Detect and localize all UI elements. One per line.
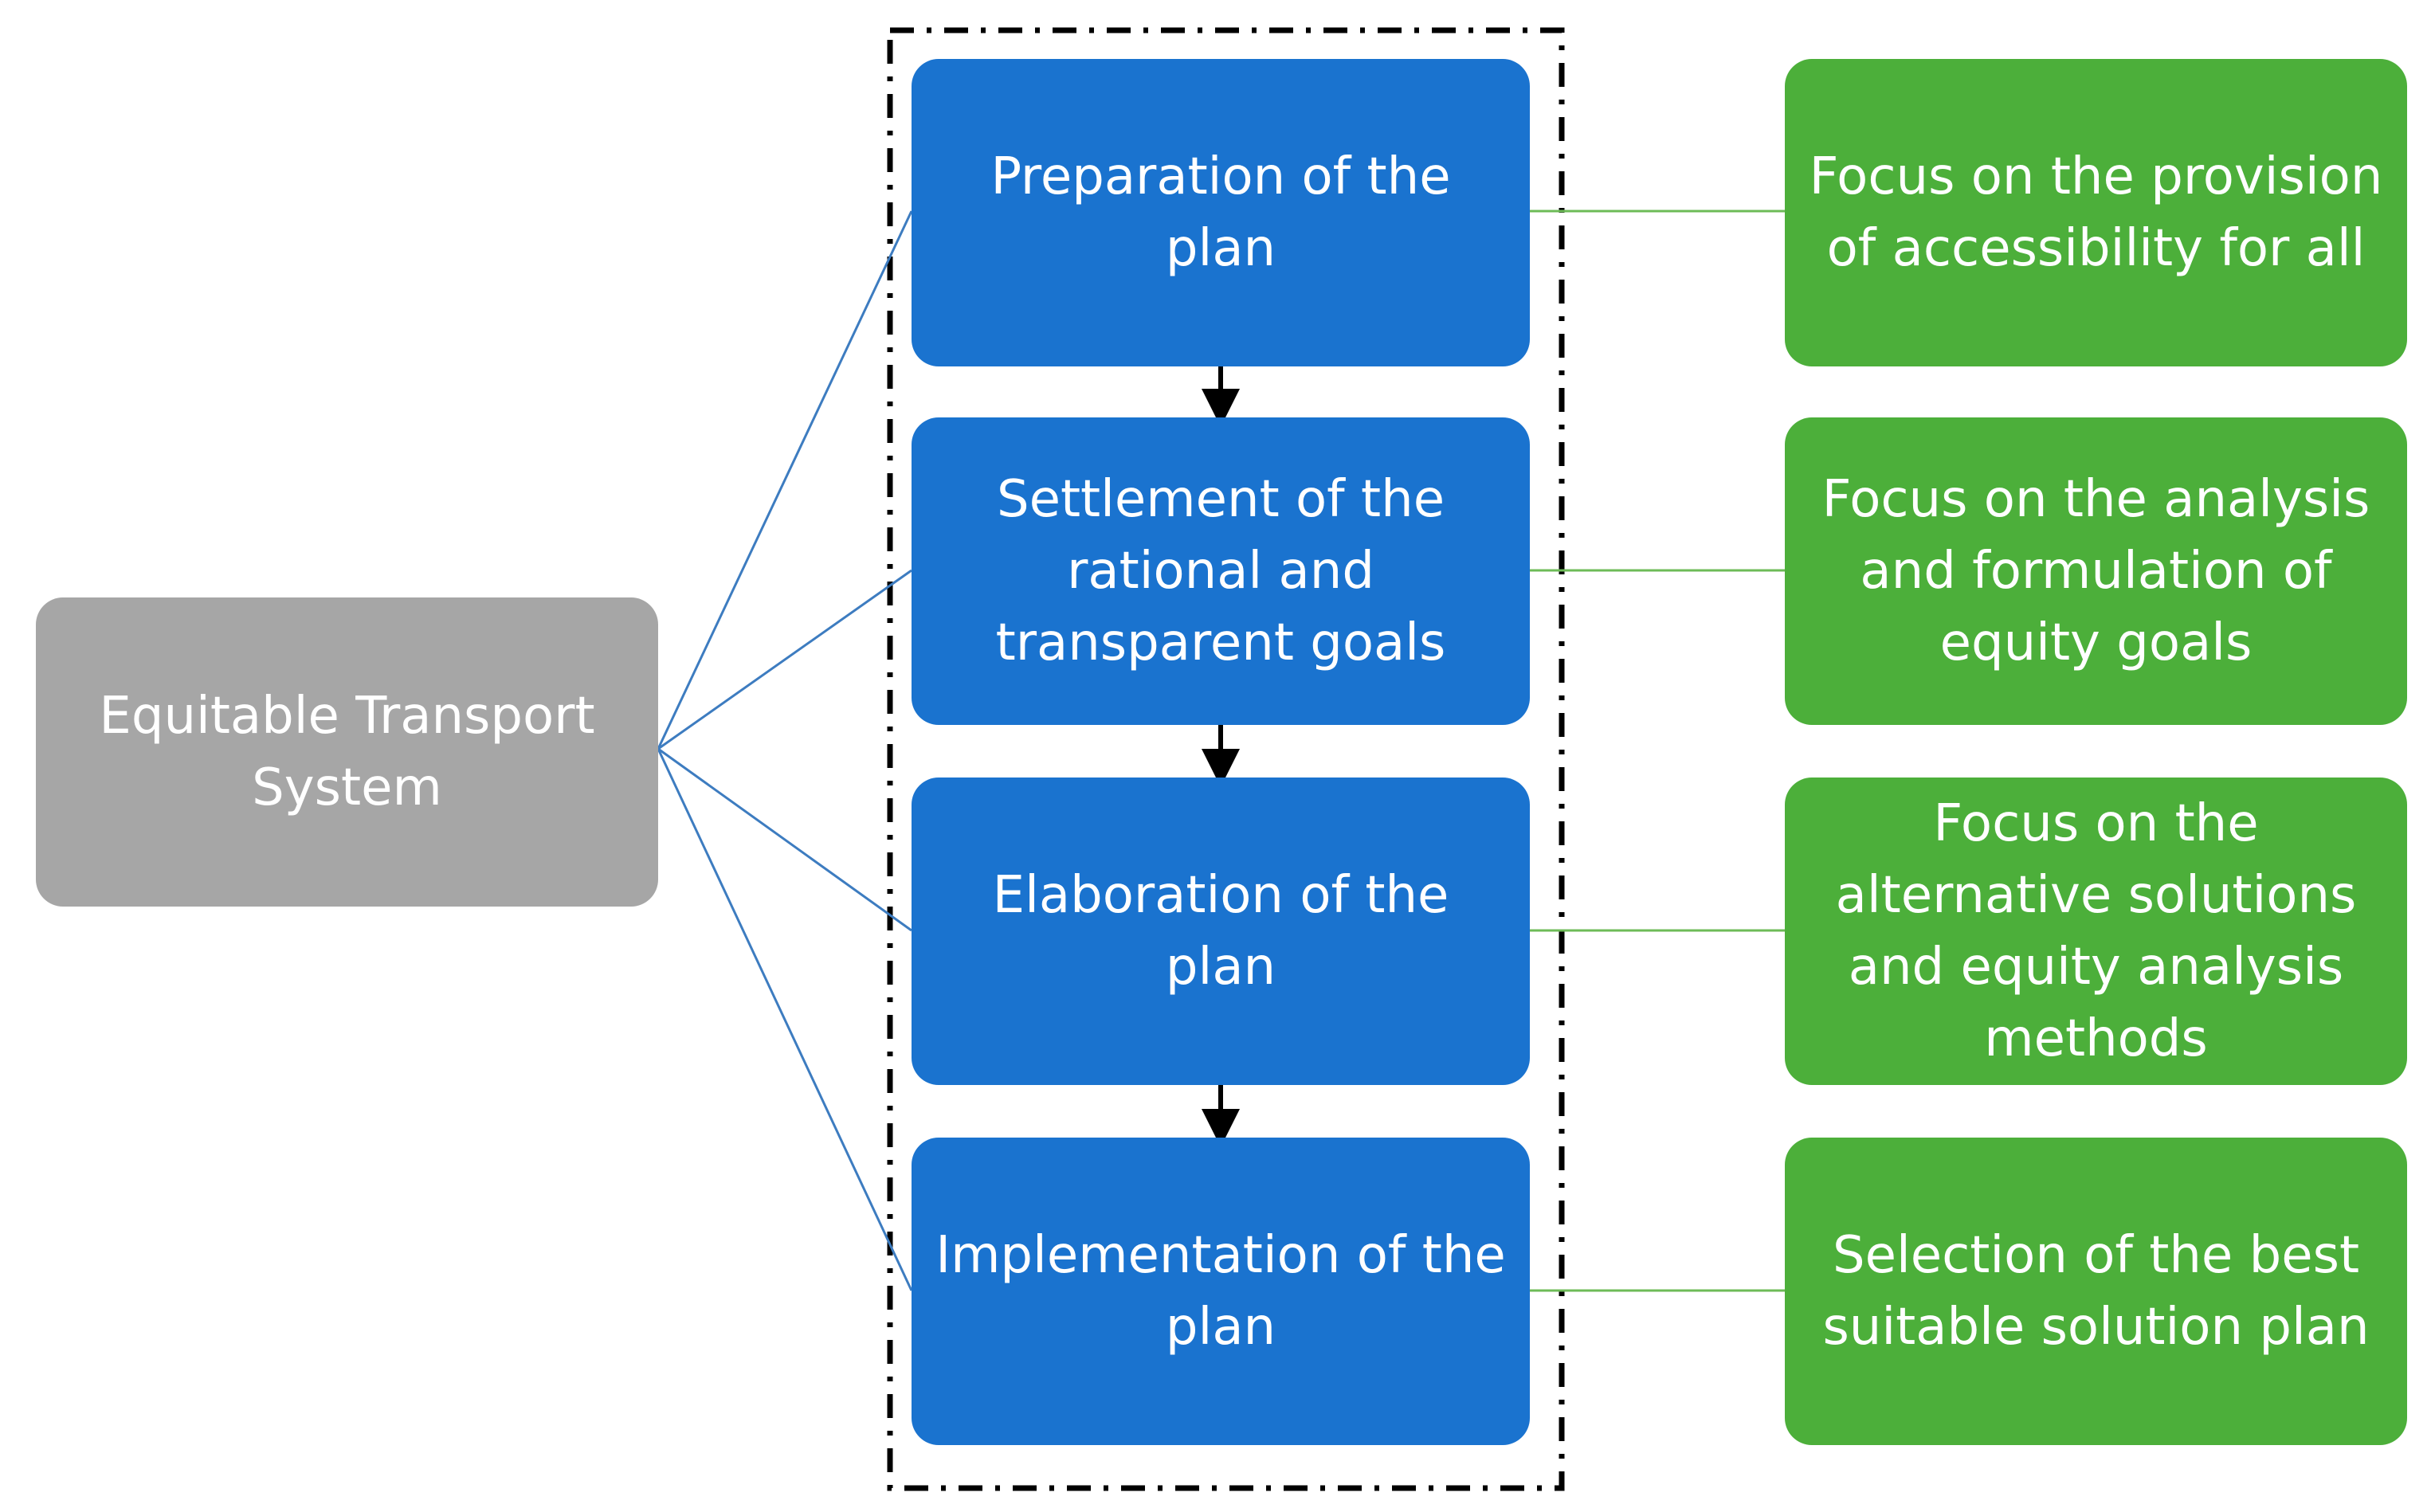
connector-root-step-4 xyxy=(657,748,913,1291)
step-box-elaboration: Elaboration of the plan xyxy=(912,778,1530,1085)
connector-root-step-1 xyxy=(657,210,913,750)
focus-box-label: Selection of the best suitable solution … xyxy=(1822,1226,2370,1357)
focus-box-label: Focus on the analysis and formulation of… xyxy=(1821,470,2370,672)
step-box-implementation: Implementation of the plan xyxy=(912,1138,1530,1445)
step-box-label: Implementation of the plan xyxy=(935,1226,1506,1357)
process-frame xyxy=(887,27,1565,1491)
focus-box-accessibility: Focus on the provision of accessibility … xyxy=(1785,59,2407,366)
focus-box-alternative-solutions: Focus on the alternative solutions and e… xyxy=(1785,778,2407,1085)
step-box-label: Elaboration of the plan xyxy=(992,866,1449,997)
root-box-equitable-transport-system: Equitable Transport System xyxy=(36,597,658,907)
connector-root-step-2 xyxy=(657,569,912,750)
focus-box-equity-goals: Focus on the analysis and formulation of… xyxy=(1785,417,2407,725)
focus-box-label: Focus on the alternative solutions and e… xyxy=(1835,794,2357,1068)
root-box-label: Equitable Transport System xyxy=(99,687,595,817)
focus-box-best-solution: Selection of the best suitable solution … xyxy=(1785,1138,2407,1445)
focus-box-label: Focus on the provision of accessibility … xyxy=(1809,147,2383,278)
step-box-label: Settlement of the rational and transpare… xyxy=(995,470,1446,672)
step-box-settlement: Settlement of the rational and transpare… xyxy=(912,417,1530,725)
step-box-preparation: Preparation of the plan xyxy=(912,59,1530,366)
step-box-label: Preparation of the plan xyxy=(990,147,1451,278)
connector-root-step-3 xyxy=(657,747,912,932)
